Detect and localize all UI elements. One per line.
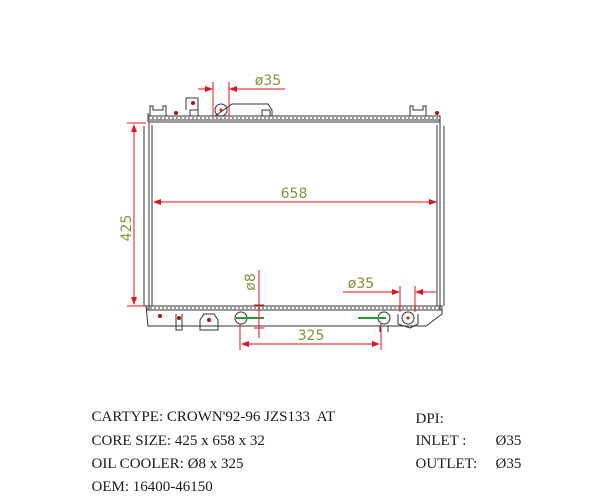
spec-dpi: DPI: — [408, 394, 444, 428]
spec-oem-value: 16400-46150 — [132, 479, 213, 495]
spec-cartype-value: CROWN'92-96 JZS133 AT — [166, 409, 335, 425]
spec-outlet-label: OUTLET: — [415, 456, 478, 472]
spec-oil-cooler-label: OIL COOLER: — [91, 456, 184, 472]
spec-inlet-value: Ø35 — [495, 433, 522, 449]
spec-cartype-label: CARTYPE: — [91, 409, 164, 425]
dim-inlet-label: ø35 — [255, 73, 281, 89]
radiator-drawing: 425 658 ø35 ø35 ø8 325 — [119, 73, 445, 350]
spec-dpi-label: DPI: — [415, 411, 444, 427]
spec-oem-label: OEM: — [91, 479, 130, 495]
dim-oil-cooler-spacing-label: 325 — [298, 328, 325, 344]
dim-oil-cooler-spacing — [239, 324, 382, 350]
dim-height-label: 425 — [119, 215, 135, 242]
bottom-tank — [145, 305, 443, 332]
dim-height — [127, 122, 146, 307]
dim-width-label: 658 — [281, 186, 308, 202]
dim-outlet-label: ø35 — [348, 276, 374, 292]
spec-oil-cooler-value: Ø8 x 325 — [187, 456, 244, 472]
spec-inlet: INLET : Ø35 — [408, 416, 522, 450]
radiator-core — [143, 121, 445, 311]
spec-inlet-label: INLET : — [415, 433, 467, 449]
dim-oil-cooler-dia-label: ø8 — [243, 273, 259, 290]
spec-oem: OEM: 16400-46150 — [84, 462, 213, 496]
spec-cartype: CARTYPE: CROWN'92-96 JZS133 AT — [84, 392, 336, 426]
spec-core-size-value: 425 x 658 x 32 — [174, 433, 265, 449]
spec-outlet-value: Ø35 — [495, 456, 522, 472]
dim-outlet — [343, 286, 436, 312]
dim-inlet — [198, 82, 285, 116]
spec-oil-cooler: OIL COOLER: Ø8 x 325 — [84, 439, 244, 473]
spec-core-size: CORE SIZE: 425 x 658 x 32 — [84, 416, 265, 450]
spec-outlet: OUTLET: Ø35 — [408, 439, 522, 473]
spec-core-size-label: CORE SIZE: — [91, 433, 172, 449]
dim-oil-cooler-dia — [254, 270, 264, 338]
